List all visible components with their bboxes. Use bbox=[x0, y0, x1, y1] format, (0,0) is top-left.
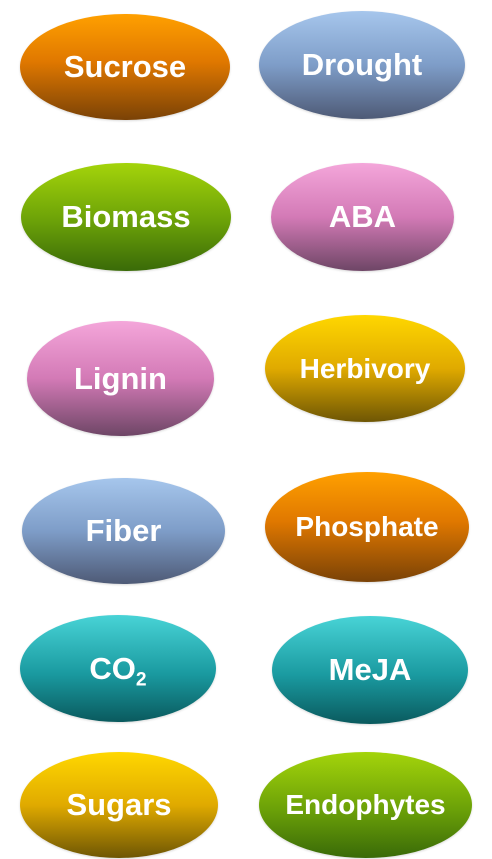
node-biomass: Biomass bbox=[21, 163, 231, 271]
node-label: MeJA bbox=[328, 652, 412, 687]
node-drought: Drought bbox=[259, 11, 465, 119]
node-label: Lignin bbox=[74, 360, 167, 396]
node-label: ABA bbox=[328, 199, 397, 234]
node-phosphate: Phosphate bbox=[265, 472, 469, 582]
node-label: Drought bbox=[301, 47, 423, 82]
node-label: Fiber bbox=[85, 513, 162, 548]
co2-base: CO bbox=[89, 650, 136, 686]
node-lignin: Lignin bbox=[27, 321, 214, 436]
node-label: Herbivory bbox=[299, 352, 431, 384]
node-endophytes: Endophytes bbox=[259, 752, 472, 858]
node-sugars: Sugars bbox=[20, 752, 218, 858]
node-label: Sucrose bbox=[63, 49, 187, 84]
node-label: Phosphate bbox=[295, 511, 439, 542]
node-label: CO2 bbox=[89, 650, 147, 691]
node-aba: ABA bbox=[271, 163, 454, 271]
node-co2: CO2 bbox=[20, 615, 216, 722]
node-meja: MeJA bbox=[272, 616, 468, 724]
node-fiber: Fiber bbox=[22, 478, 225, 584]
co2-subscript: 2 bbox=[135, 669, 147, 691]
node-herbivory: Herbivory bbox=[265, 315, 465, 422]
node-label: Endophytes bbox=[285, 789, 446, 820]
node-label: Biomass bbox=[61, 199, 191, 234]
node-sucrose: Sucrose bbox=[20, 14, 230, 120]
node-label: Sugars bbox=[66, 787, 172, 822]
